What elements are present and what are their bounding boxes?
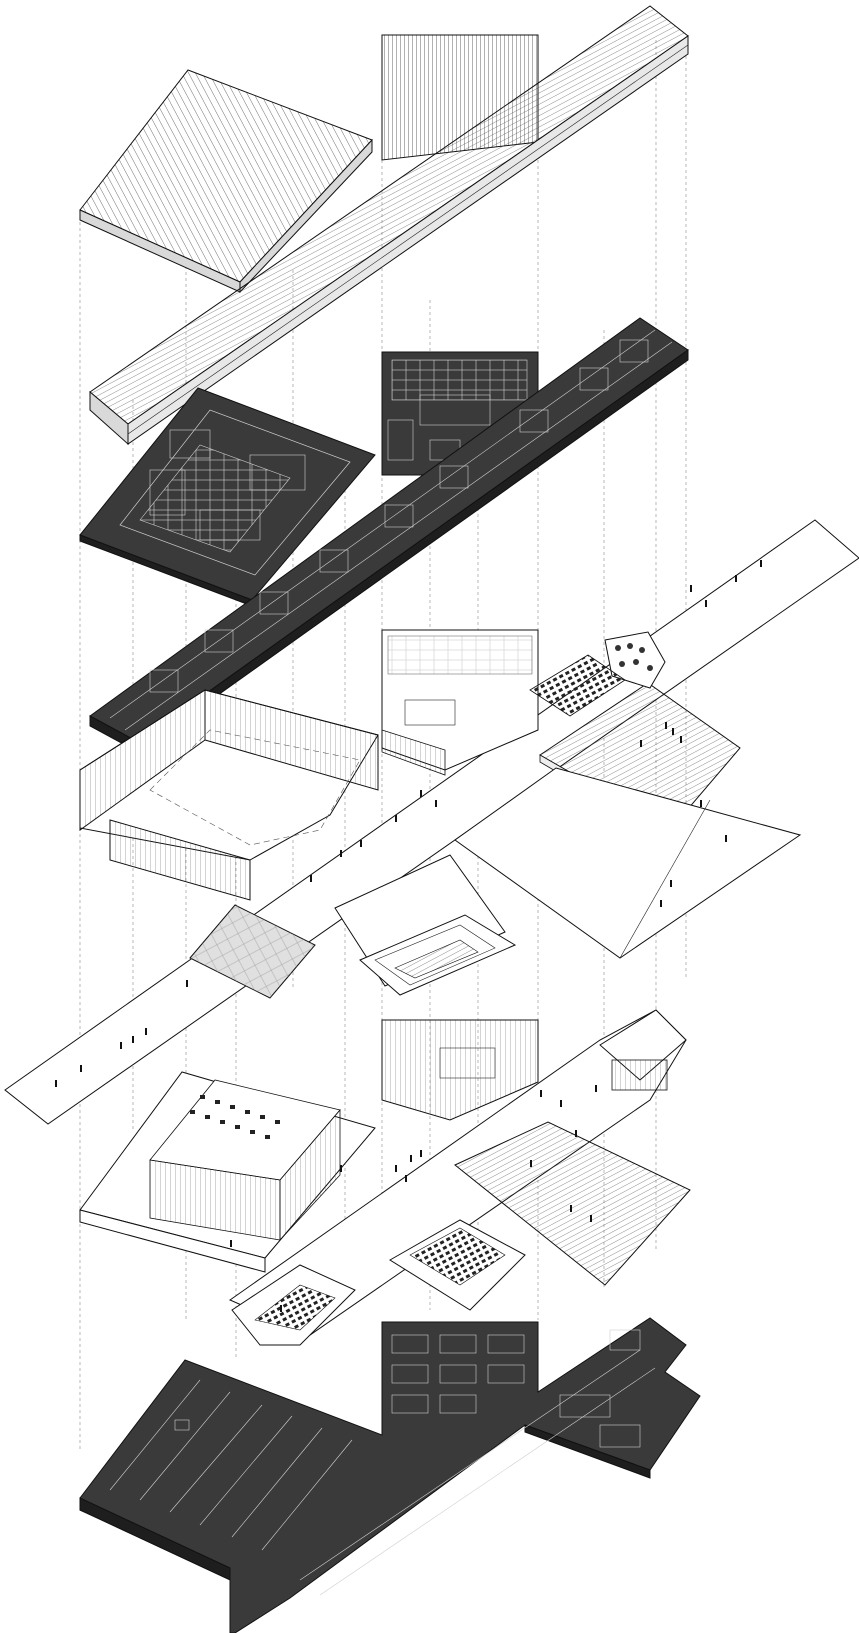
outdoor-cafe: [604, 631, 666, 689]
roof-plate-left: [79, 69, 373, 294]
open-deck: [454, 767, 802, 959]
parking-stalls: [109, 1329, 656, 1596]
lower-centre-block: [381, 1019, 539, 1121]
lower-corridor: [228, 1009, 687, 1336]
courtyard-block: [79, 689, 379, 901]
roof-truss-bar: [89, 5, 689, 446]
people-lower-level: [230, 1085, 597, 1312]
lecture-hall: [529, 654, 626, 717]
auditorium: [389, 1219, 526, 1311]
lower-level: [79, 1009, 691, 1346]
upper-floor-long-bar: [89, 317, 689, 753]
lower-left-block: [79, 1071, 376, 1273]
basement-level: [79, 1317, 701, 1633]
roof-level: [79, 5, 689, 446]
ground-level: [4, 519, 859, 1125]
upper-floor-level: [79, 317, 689, 753]
lower-seating-room: [231, 1264, 356, 1346]
plaza-panel: [334, 854, 517, 996]
people-ground-level: [55, 560, 762, 1087]
skylight-grid: [189, 904, 316, 999]
lower-raked-plane: [454, 1121, 691, 1286]
upper-floor-plate-centre: [381, 351, 539, 476]
centre-pavilion: [381, 629, 539, 776]
basement-plate: [79, 1317, 701, 1633]
